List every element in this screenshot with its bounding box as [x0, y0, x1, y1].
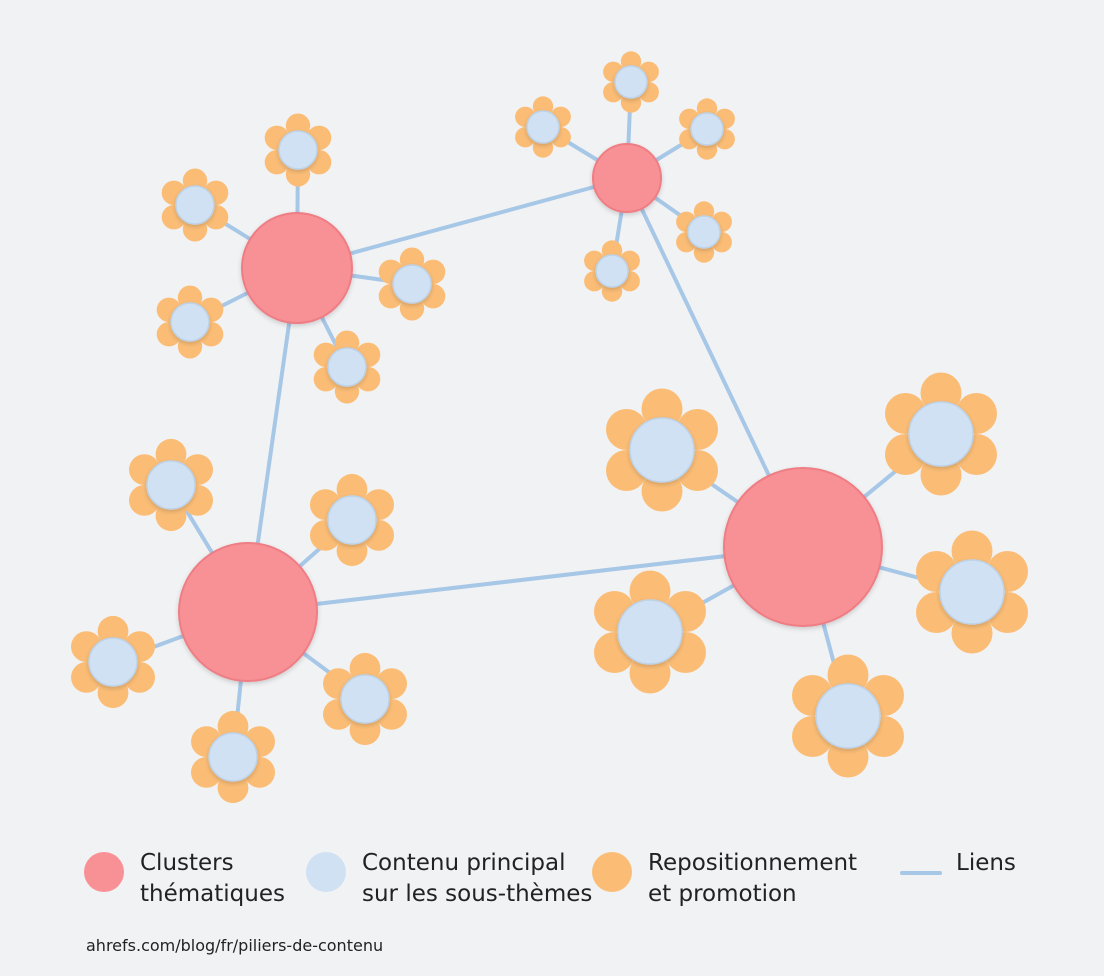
content-circle: [88, 637, 138, 687]
link-top-left-top-right: [295, 176, 629, 270]
content-circle: [815, 683, 881, 749]
legend-label-clusters: Clusters thématiques: [140, 850, 285, 907]
legend-label-links: Liens: [956, 850, 1016, 876]
content-circle: [614, 65, 648, 99]
content-node-bottom-right-1: [606, 388, 718, 512]
content-nodes-layer: [71, 51, 1028, 804]
content-circle: [526, 110, 560, 144]
content-circle: [595, 254, 629, 288]
orange-circle-icon: [592, 852, 632, 892]
content-node-top-left-5: [313, 330, 381, 404]
legend-label-promo: Repositionnement et promotion: [648, 850, 858, 907]
content-node-top-right-4: [676, 201, 732, 263]
content-node-top-right-2: [603, 51, 659, 113]
content-node-bottom-left-5: [191, 710, 275, 804]
content-circle: [208, 732, 258, 782]
content-node-top-left-3: [156, 285, 224, 359]
link-line-icon: [900, 871, 942, 875]
content-node-top-right-1: [515, 96, 571, 158]
content-node-top-left-2: [264, 113, 332, 187]
content-circle: [629, 417, 695, 483]
cluster-node-top-right: [592, 143, 662, 213]
content-circle: [327, 495, 377, 545]
cluster-node-bottom-left: [178, 542, 318, 682]
content-node-top-right-5: [584, 240, 640, 302]
source-url: ahrefs.com/blog/fr/piliers-de-contenu: [86, 936, 384, 955]
content-circle: [690, 112, 724, 146]
link-bottom-left-bottom-right: [246, 545, 805, 614]
content-circle: [939, 559, 1005, 625]
content-circle: [146, 460, 196, 510]
legend-label-content: Contenu principal sur les sous-thèmes: [362, 850, 593, 907]
content-circle: [175, 185, 215, 225]
legend-item-promo: Repositionnement et promotion: [592, 848, 857, 910]
legend-item-links: Liens: [900, 848, 1016, 879]
red-circle-icon: [84, 852, 124, 892]
content-node-bottom-left-2: [310, 473, 394, 567]
content-circle: [278, 130, 318, 170]
content-circle: [340, 674, 390, 724]
cluster-node-bottom-right: [723, 467, 883, 627]
content-circle: [170, 302, 210, 342]
content-node-bottom-left-1: [129, 438, 214, 532]
cluster-node-top-left: [241, 212, 353, 324]
content-node-bottom-right-2: [885, 372, 997, 496]
content-node-bottom-left-3: [71, 615, 155, 709]
content-node-bottom-right-3: [916, 530, 1028, 654]
cluster-nodes-layer: [178, 143, 883, 682]
content-node-top-left-4: [378, 247, 446, 321]
light-blue-circle-icon: [306, 852, 346, 892]
content-circle: [392, 264, 432, 304]
content-node-bottom-right-5: [792, 654, 904, 778]
content-node-bottom-right-4: [594, 570, 706, 694]
content-circle: [617, 599, 683, 665]
content-circle: [908, 401, 974, 467]
legend: Clusters thématiques Contenu principal s…: [0, 848, 1104, 928]
content-circle: [687, 215, 721, 249]
topic-cluster-network-diagram: [71, 51, 1028, 804]
content-node-top-right-3: [679, 98, 735, 160]
content-node-bottom-left-4: [323, 652, 407, 746]
content-node-top-left-1: [161, 168, 229, 242]
legend-item-clusters: Clusters thématiques: [84, 848, 285, 910]
legend-item-content: Contenu principal sur les sous-thèmes: [306, 848, 592, 910]
content-circle: [327, 347, 367, 387]
